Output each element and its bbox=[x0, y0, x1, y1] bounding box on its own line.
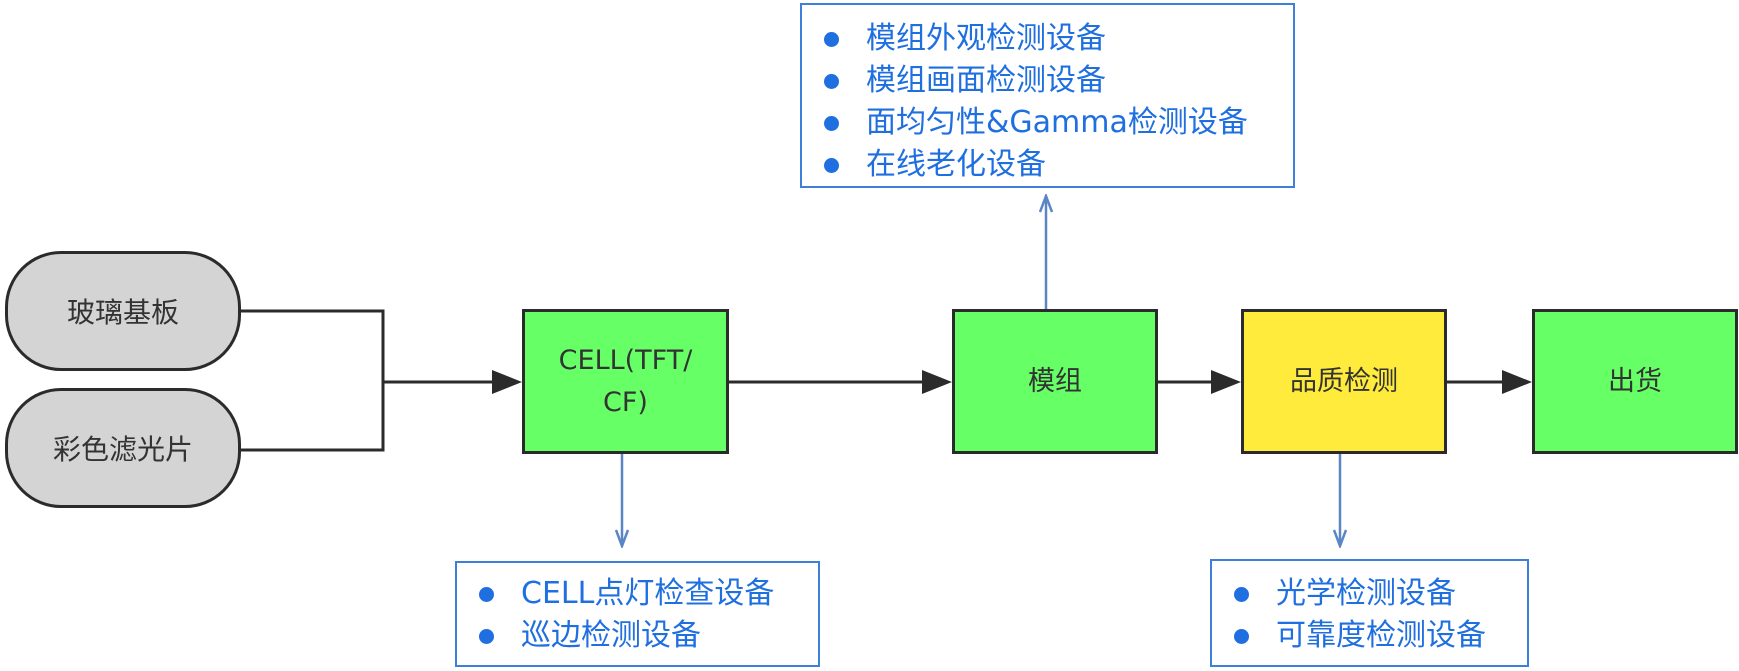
process-module-label: 模组 bbox=[1028, 365, 1082, 397]
merge-connector bbox=[240, 309, 385, 452]
process-quality-inspection: 品质检测 bbox=[1241, 309, 1447, 454]
bullet-icon bbox=[824, 32, 839, 47]
arrow-head-to-shipment bbox=[1502, 370, 1532, 394]
input-color-filter-label: 彩色滤光片 bbox=[52, 433, 193, 466]
quality-equipment-item-label: 光学检测设备 bbox=[1276, 576, 1456, 611]
quality-equipment-item: 光学检测设备 bbox=[1212, 573, 1527, 615]
cell-equipment-item-label: CELL点灯检查设备 bbox=[521, 576, 775, 611]
cell-equipment-item: 巡边检测设备 bbox=[457, 615, 818, 657]
bullet-icon bbox=[824, 158, 839, 173]
module-equipment-list: 模组外观检测设备 模组画面检测设备 面均匀性&Gamma检测设备 在线老化设备 bbox=[800, 3, 1295, 188]
module-equipment-item-label: 模组外观检测设备 bbox=[866, 21, 1106, 56]
arrow-head-to-cell bbox=[492, 370, 522, 394]
module-equipment-item-label: 模组画面检测设备 bbox=[866, 63, 1106, 98]
cell-equipment-item: CELL点灯检查设备 bbox=[457, 573, 818, 615]
bullet-icon bbox=[824, 74, 839, 89]
module-equipment-item: 在线老化设备 bbox=[802, 144, 1293, 186]
module-equipment-item: 面均匀性&Gamma检测设备 bbox=[802, 102, 1293, 144]
cell-equipment-item-label: 巡边检测设备 bbox=[521, 618, 701, 653]
input-glass-substrate: 玻璃基板 bbox=[5, 251, 241, 371]
bullet-icon bbox=[479, 587, 494, 602]
process-shipment: 出货 bbox=[1532, 309, 1738, 454]
bullet-icon bbox=[1234, 629, 1249, 644]
arrow-head-to-quality bbox=[1211, 370, 1241, 394]
quality-equipment-list: 光学检测设备 可靠度检测设备 bbox=[1210, 559, 1529, 667]
process-shipment-label: 出货 bbox=[1608, 365, 1662, 397]
cell-equipment-list: CELL点灯检查设备 巡边检测设备 bbox=[455, 561, 820, 667]
bullet-icon bbox=[824, 116, 839, 131]
bullet-icon bbox=[1234, 587, 1249, 602]
quality-equipment-item: 可靠度检测设备 bbox=[1212, 615, 1527, 657]
module-equipment-item: 模组外观检测设备 bbox=[802, 18, 1293, 60]
arrow-head-to-module bbox=[922, 370, 952, 394]
module-equipment-item-label: 在线老化设备 bbox=[866, 147, 1046, 182]
process-quality-inspection-label: 品质检测 bbox=[1290, 365, 1398, 397]
quality-equipment-item-label: 可靠度检测设备 bbox=[1276, 618, 1486, 653]
module-equipment-item: 模组画面检测设备 bbox=[802, 60, 1293, 102]
process-cell: CELL(TFT/ CF) bbox=[522, 309, 729, 454]
process-module: 模组 bbox=[952, 309, 1158, 454]
bullet-icon bbox=[479, 629, 494, 644]
process-cell-label-line2: CF) bbox=[603, 386, 648, 418]
module-equipment-item-label: 面均匀性&Gamma检测设备 bbox=[866, 105, 1248, 140]
input-glass-substrate-label: 玻璃基板 bbox=[66, 296, 179, 329]
process-cell-label-line1: CELL(TFT/ bbox=[558, 344, 693, 376]
input-color-filter: 彩色滤光片 bbox=[5, 388, 241, 508]
